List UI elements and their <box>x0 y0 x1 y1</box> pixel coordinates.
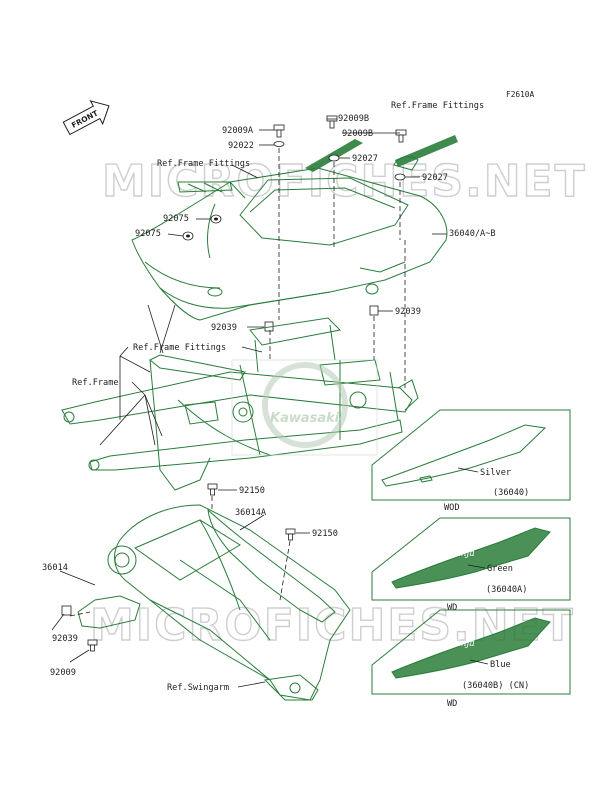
nut-icon <box>369 305 379 316</box>
svg-text:Ninja: Ninja <box>449 639 475 649</box>
variant-inset-blue: Ninja Blue (36040B) (CN) WD <box>371 609 571 709</box>
variant-silver-part: (36040) <box>493 488 529 498</box>
figure-code: F2610A <box>506 90 534 99</box>
part-label-92027: 92027 <box>352 154 378 164</box>
ref-frame-fittings-top: Ref.Frame Fittings <box>391 101 484 111</box>
variant-silver-code: WOD <box>444 503 460 513</box>
bolt-icon <box>285 528 296 541</box>
part-labels: 92009A 92022 92009B 92009B 92027 92027 9… <box>42 114 496 678</box>
variant-inset-silver: Silver (36040) WOD <box>371 409 571 513</box>
bolt-icon <box>87 639 98 652</box>
part-label-36014A: 36014A <box>235 508 267 518</box>
part-label-92009B: 92009B <box>342 129 373 139</box>
alignment-lines <box>69 148 406 617</box>
part-label-92150: 92150 <box>312 529 338 539</box>
variant-blue-color: Blue <box>490 660 511 670</box>
part-label-92150: 92150 <box>239 486 265 496</box>
variant-silver-color: Silver <box>480 468 511 478</box>
part-label-92075: 92075 <box>135 229 161 239</box>
bolt-icon <box>395 129 407 143</box>
variant-green-color: Green <box>487 564 513 574</box>
variant-green-code: WD <box>447 603 457 613</box>
brand-mark: Kawasaki <box>270 411 340 426</box>
swingarm <box>77 504 351 701</box>
variant-blue-part: (36040B) (CN) <box>462 681 529 691</box>
bolt-icon <box>207 483 218 496</box>
variant-blue-code: WD <box>447 699 457 709</box>
ref-frame: Ref.Frame <box>72 378 119 388</box>
ref-swingarm: Ref.Swingarm <box>167 683 229 693</box>
washer-icon <box>273 141 285 147</box>
bolt-icon <box>273 124 285 138</box>
brand-watermark: Kawasaki <box>231 359 378 456</box>
grommet-icon <box>210 214 222 224</box>
part-label-92009B: 92009B <box>338 114 369 124</box>
washer-icon <box>394 173 406 181</box>
leader-lines <box>51 118 447 688</box>
rear-frame <box>61 317 419 491</box>
variant-inset-green: Ninja Green (36040A) WD <box>371 517 571 613</box>
part-label-36014: 36014 <box>42 563 68 573</box>
part-label-36040: 36040/A~B <box>449 229 496 239</box>
grommet-icon <box>182 231 194 241</box>
part-label-92039: 92039 <box>52 634 78 644</box>
part-label-92009: 92009 <box>50 668 76 678</box>
bolt-icon <box>326 115 338 129</box>
nut-icon <box>61 605 72 616</box>
part-label-92039: 92039 <box>395 307 421 317</box>
ref-frame-fittings-mid: Ref.Frame Fittings <box>133 343 226 353</box>
front-arrow-icon: FRONT <box>62 100 110 136</box>
seat-cowl <box>131 167 448 321</box>
hardware-icons <box>61 115 407 652</box>
variant-green-part: (36040A) <box>486 585 527 595</box>
part-label-92009A: 92009A <box>222 126 254 136</box>
part-label-92022: 92022 <box>228 141 254 151</box>
part-label-92027: 92027 <box>422 173 448 183</box>
ref-frame-fittings-left: Ref.Frame Fittings <box>157 159 250 169</box>
washer-icon <box>328 154 340 162</box>
part-label-92075: 92075 <box>163 214 189 224</box>
svg-text:Ninja: Ninja <box>449 549 475 559</box>
reference-labels: Ref.Frame Fittings Ref.Frame Fittings Re… <box>72 101 484 693</box>
part-label-92039: 92039 <box>211 323 237 333</box>
